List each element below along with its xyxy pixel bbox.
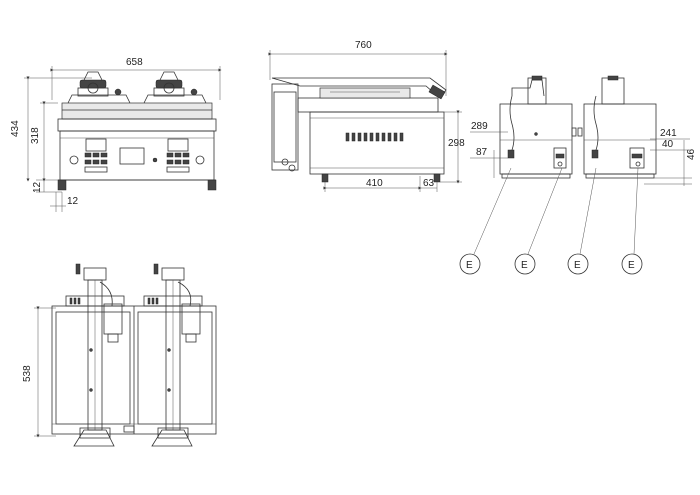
- right-knob: [195, 155, 205, 165]
- side-length-label: 760: [355, 40, 372, 51]
- vent-slots: [345, 132, 404, 142]
- rear-right-height-label: 241: [660, 128, 677, 139]
- side-height-label: 298: [448, 138, 465, 149]
- rear-view: 289 87 241 40 46 E E E: [459, 75, 697, 275]
- callout-e-2: E: [514, 253, 536, 275]
- callout-e-3: E: [567, 253, 589, 275]
- front-height-total-label: 434: [10, 120, 21, 137]
- side-view: 760: [268, 40, 465, 192]
- right-control-buttons: [166, 152, 190, 173]
- front-view: 658 434 318 12 12: [10, 57, 222, 212]
- side-base-length-label: 410: [366, 178, 383, 189]
- left-handle-assembly: [77, 71, 122, 97]
- left-control-buttons: [84, 152, 108, 173]
- callout-e-4: E: [621, 253, 643, 275]
- front-foot-height-label: 12: [32, 181, 43, 193]
- top-right-lever: [151, 263, 201, 447]
- side-rear-offset-label: 63: [423, 178, 435, 189]
- callout-e-1: E: [459, 253, 481, 275]
- svg-text:E: E: [628, 260, 635, 271]
- rear-right-conn-offset-label: 46: [686, 148, 697, 160]
- front-foot-offset-label: 12: [67, 196, 79, 207]
- top-right-vents: [147, 297, 159, 305]
- top-left-vents: [69, 297, 81, 305]
- svg-text:E: E: [466, 260, 473, 271]
- front-height-body-label: 318: [30, 127, 41, 144]
- svg-text:E: E: [574, 260, 581, 271]
- top-depth-label: 538: [22, 365, 33, 382]
- right-handle-assembly: [153, 71, 198, 97]
- rear-left-conn-height-label: 87: [476, 147, 488, 158]
- svg-text:E: E: [521, 260, 528, 271]
- left-knob: [69, 155, 79, 165]
- front-width-label: 658: [126, 57, 143, 68]
- rear-left-unit: [499, 75, 573, 179]
- top-view: 538: [22, 263, 217, 447]
- rear-left-height-label: 289: [471, 121, 488, 132]
- rear-right-conn-height-label: 40: [662, 139, 674, 150]
- top-left-lever: [73, 263, 123, 447]
- rear-right-unit: [583, 75, 657, 179]
